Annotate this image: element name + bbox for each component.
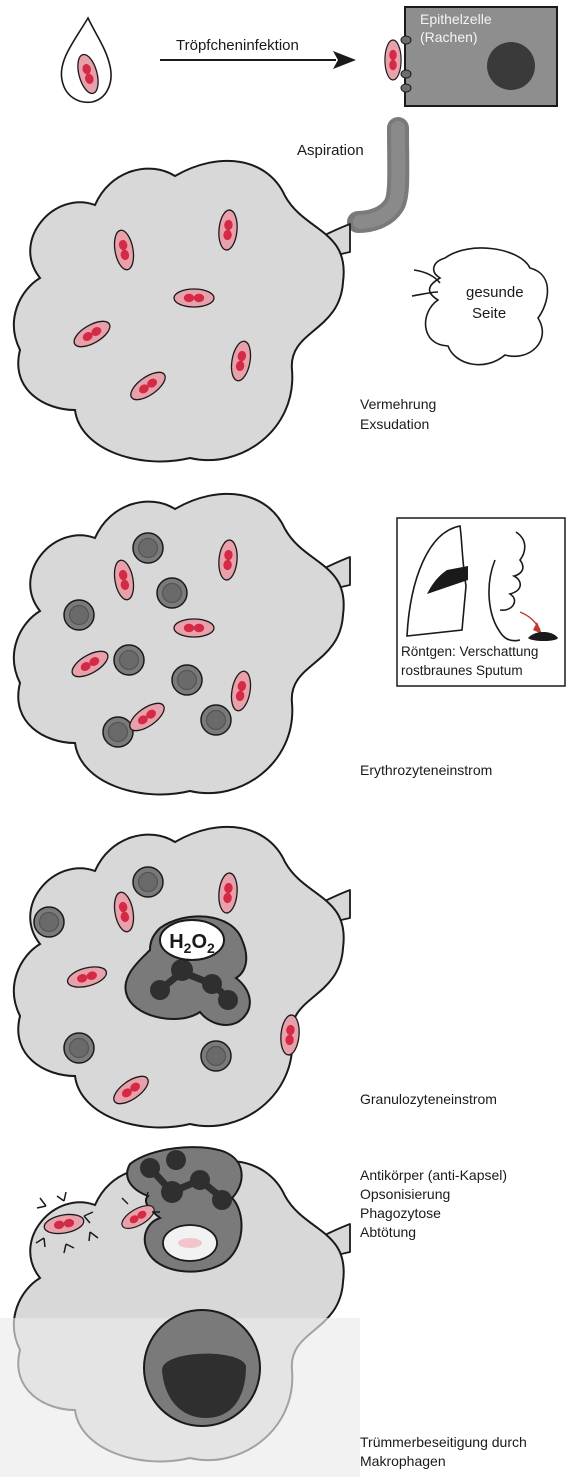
xray-sputum-box [397, 518, 565, 686]
healthy-side-label-line1: gesunde [466, 284, 524, 301]
granulocyte [133, 867, 163, 897]
stage1-caption-line1: Vermehrung [360, 396, 436, 412]
granulocyte [114, 645, 144, 675]
erythrocyte [174, 619, 214, 637]
granulocyte [103, 717, 133, 747]
stage1-caption-line2: Exsudation [360, 416, 429, 432]
granulocyte [64, 1033, 94, 1063]
aspiration-label: Aspiration [297, 142, 364, 159]
xray-label-line2: rostbraunes Sputum [401, 663, 523, 678]
xray-label-line1: Röntgen: Verschattung [401, 644, 538, 659]
healthy-side-label-line2: Seite [472, 305, 506, 322]
bacterium [174, 289, 214, 307]
stage4-caption-line1: Antikörper (anti-Kapsel) [360, 1167, 507, 1183]
epithelium-label-line1: Epithelzelle [420, 11, 492, 27]
macrophage [144, 1310, 260, 1426]
stage4-caption-line2: Opsonisierung [360, 1186, 450, 1202]
aspiration-tube [358, 128, 398, 222]
granulocyte [34, 907, 64, 937]
stage4-caption-line3: Phagozytose [360, 1205, 441, 1221]
granulocyte [201, 705, 231, 735]
stage2-caption: Erythrozyteneinstrom [360, 762, 492, 778]
granulocyte [201, 1041, 231, 1071]
droplet-with-bacterium [61, 18, 111, 102]
granulocyte [64, 600, 94, 630]
stage4-caption-line4: Abtötung [360, 1224, 416, 1240]
stage5-caption-line2: Makrophagen [360, 1453, 446, 1469]
stage3-caption: Granulozyteneinstrom [360, 1091, 497, 1107]
infection-label: Tröpfcheninfektion [176, 37, 299, 54]
alveolus-stage2 [14, 494, 350, 795]
granulocyte [172, 665, 202, 695]
alveolus-stage1 [14, 161, 350, 462]
granulocyte [133, 533, 163, 563]
granulocyte [157, 578, 187, 608]
stage5-caption-line1: Trümmerbeseitigung durch [360, 1434, 527, 1450]
epithelium-label-line2: (Rachen) [420, 29, 478, 45]
